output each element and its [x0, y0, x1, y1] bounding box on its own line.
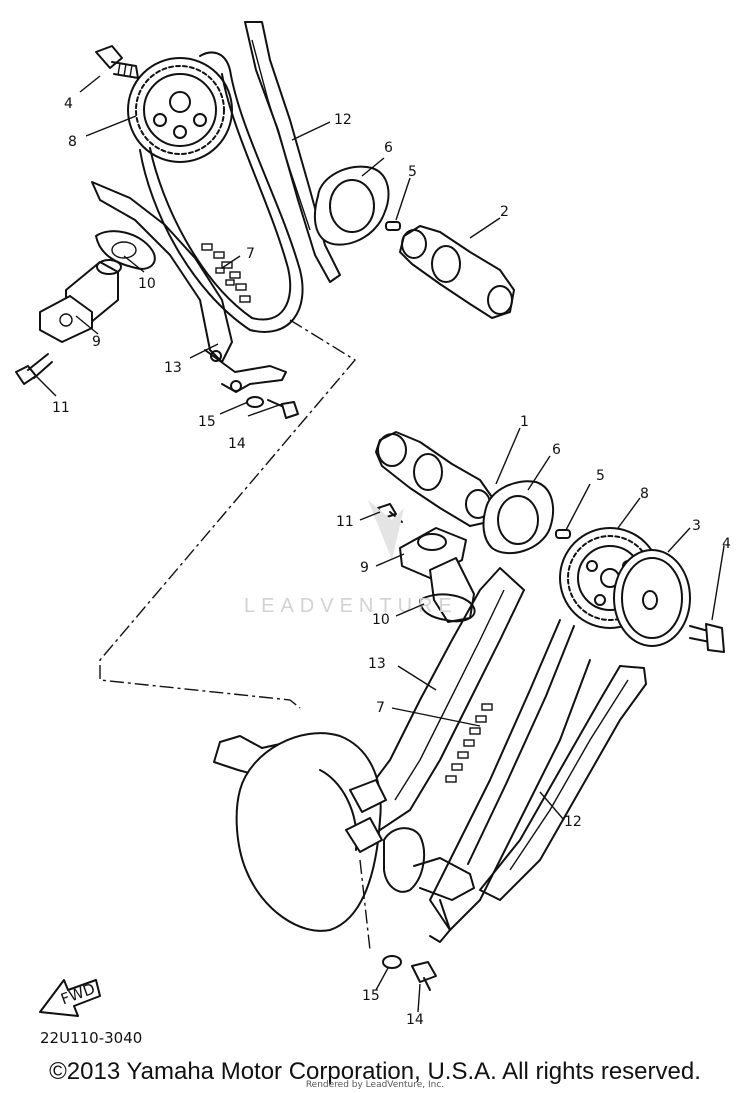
- bottom-dowel-pin: [555, 529, 571, 539]
- bottom-cam-plate: [482, 480, 554, 555]
- diagram-code: 22U110-3040: [40, 1029, 142, 1047]
- callout-top-7: 7: [246, 246, 255, 262]
- top-cam-plate: [313, 165, 390, 246]
- rendered-by-notice: Rendered by LeadVenture, Inc.: [305, 1080, 445, 1090]
- bottom-cam-chain: [429, 619, 591, 931]
- callout-bottom-14: 14: [406, 1012, 424, 1028]
- callout-bottom-5: 5: [596, 468, 605, 484]
- bottom-callouts: 1 6 5 8 3 4 11 9 10 13 7 12 15 14: [336, 414, 731, 1028]
- callout-bottom-1: 1: [520, 414, 529, 430]
- copyright-notice: ©2013 Yamaha Motor Corporation, U.S.A. A…: [49, 1058, 701, 1085]
- top-callouts: 4 8 12 6 5 2 7 10 9 11 13 15 14: [52, 96, 509, 452]
- top-tensioner: [39, 259, 122, 343]
- callout-bottom-11: 11: [336, 514, 354, 530]
- callout-top-8: 8: [68, 134, 77, 150]
- callout-bottom-8: 8: [640, 486, 649, 502]
- callout-bottom-10: 10: [372, 612, 390, 628]
- callout-top-9: 9: [92, 334, 101, 350]
- top-cam-chain: [139, 51, 304, 333]
- bottom-tensioner: [399, 527, 475, 623]
- bottom-chain-guide: [479, 665, 647, 901]
- callout-top-10: 10: [138, 276, 156, 292]
- callout-bottom-6: 6: [552, 442, 561, 458]
- callout-top-4: 4: [64, 96, 73, 112]
- top-chain-guide: [244, 21, 341, 283]
- callout-bottom-13: 13: [368, 656, 386, 672]
- callout-bottom-15: 15: [362, 988, 380, 1004]
- watermark-text: LEADVENTURE: [244, 595, 458, 617]
- callout-bottom-9: 9: [360, 560, 369, 576]
- leadventure-watermark: LEADVENTURE: [244, 500, 458, 617]
- chain-routing-line: [99, 319, 357, 709]
- crankshaft: [213, 732, 475, 943]
- callout-top-14: 14: [228, 436, 246, 452]
- callout-bottom-3: 3: [692, 518, 701, 534]
- callout-top-13: 13: [164, 360, 182, 376]
- leader-lines: [35, 75, 725, 1013]
- callout-bottom-7: 7: [376, 700, 385, 716]
- top-tensioner-guide: [91, 181, 287, 393]
- bottom-gasket: [419, 593, 476, 623]
- top-bolt-11: [15, 353, 53, 385]
- top-gasket: [95, 230, 156, 270]
- callout-top-15: 15: [198, 414, 216, 430]
- fwd-arrow-icon: FWD: [39, 979, 101, 1017]
- top-camshaft: [399, 225, 515, 319]
- callout-bottom-12: 12: [564, 814, 582, 830]
- callout-bottom-4: 4: [722, 536, 731, 552]
- top-bolt: [95, 45, 139, 79]
- callout-top-11: 11: [52, 400, 70, 416]
- top-dowel-pin: [385, 221, 401, 231]
- top-cam-sprocket: [127, 57, 233, 163]
- callout-top-12: 12: [334, 112, 352, 128]
- callout-top-2: 2: [500, 204, 509, 220]
- bottom-plate: [613, 549, 691, 647]
- bottom-bolt: [689, 623, 725, 653]
- callout-top-6: 6: [384, 140, 393, 156]
- bottom-routing-line: [359, 859, 371, 951]
- bottom-washer-bolt: [382, 955, 437, 991]
- callout-top-5: 5: [408, 164, 417, 180]
